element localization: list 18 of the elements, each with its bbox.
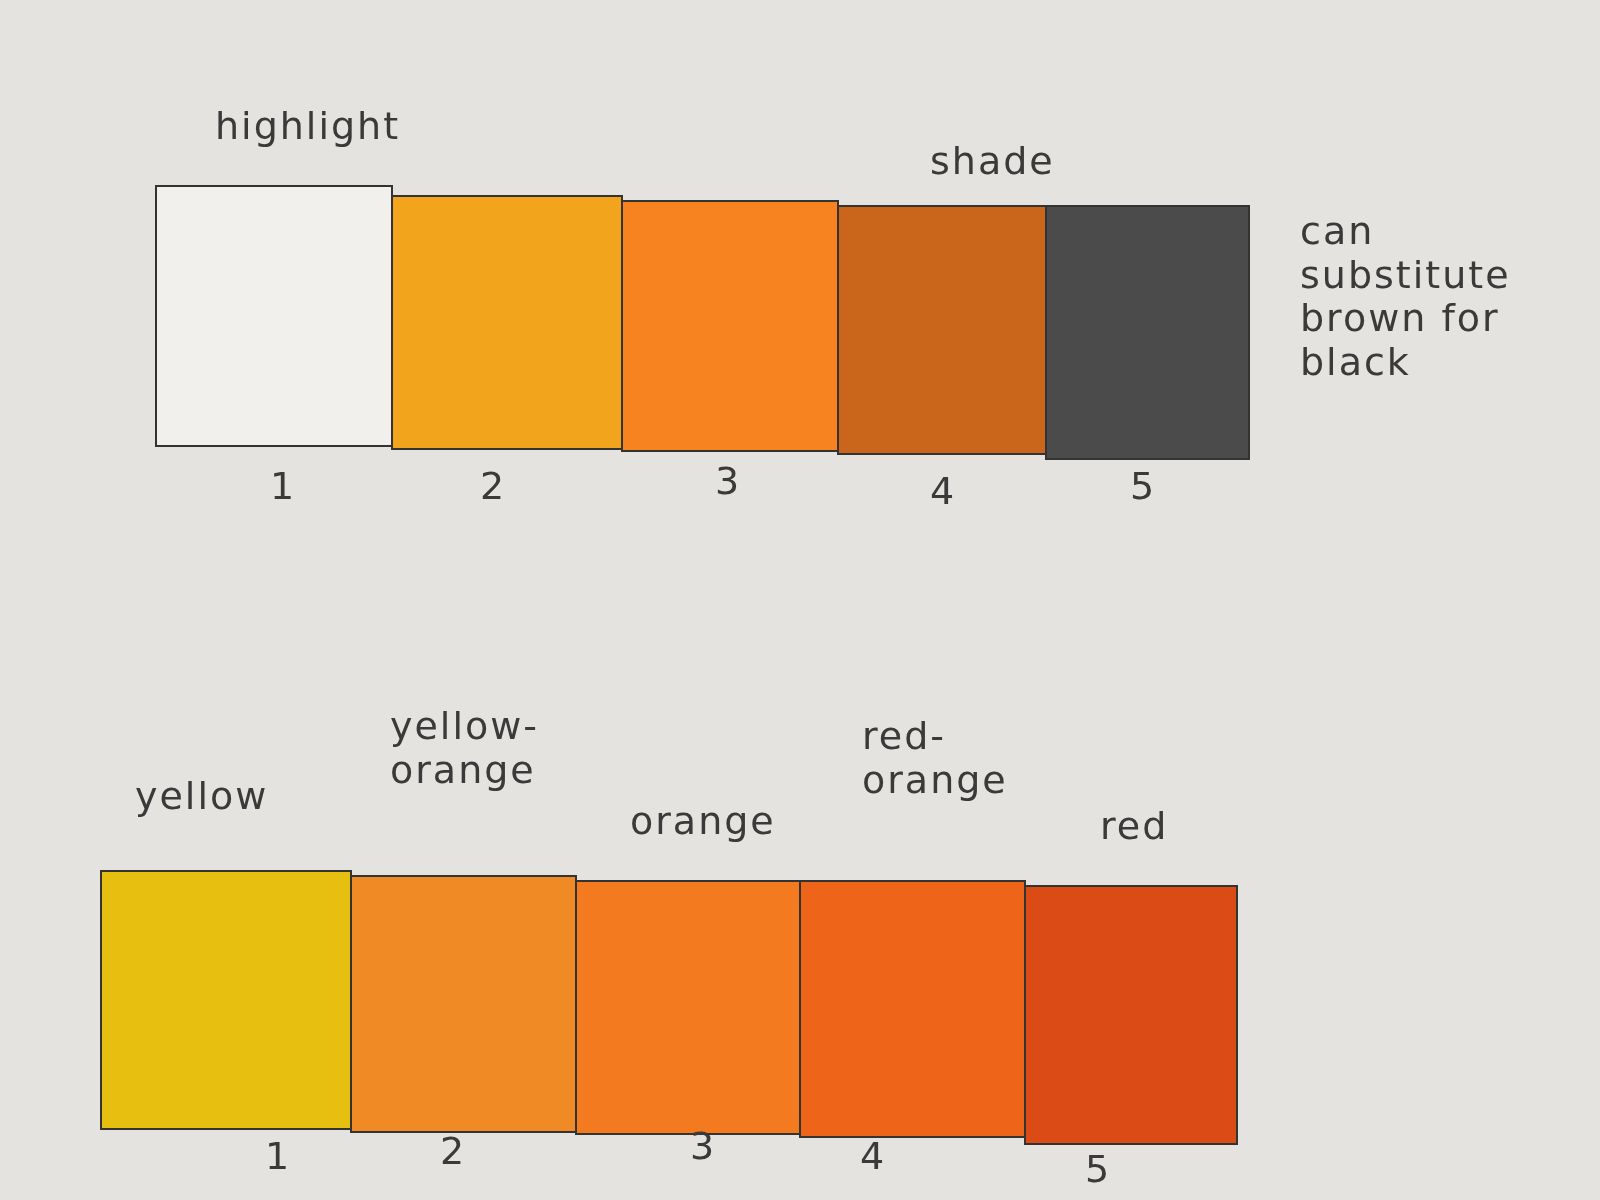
handwritten-label: highlight [215, 105, 402, 149]
swatch-number: 2 [480, 465, 508, 509]
swatch-number: 1 [270, 465, 298, 509]
swatch-number: 4 [860, 1135, 888, 1179]
swatch-number: 3 [690, 1125, 718, 1169]
handwritten-label: shade [930, 140, 1056, 184]
swatch-number: 4 [930, 470, 958, 514]
swatch-number: 5 [1085, 1148, 1113, 1192]
swatch-number: 3 [715, 460, 743, 504]
handwritten-label: yellow-orange [390, 705, 541, 793]
handwritten-label: red [1100, 805, 1170, 849]
handwritten-label: orange [630, 800, 777, 844]
handwritten-label: yellow [135, 775, 270, 819]
handwritten-label: red-orange [862, 715, 1009, 803]
swatch-number: 2 [440, 1130, 468, 1174]
swatch-number: 1 [265, 1135, 293, 1179]
swatch-number: 5 [1130, 465, 1158, 509]
handwritten-label: can substitute brown for black [1300, 210, 1512, 385]
